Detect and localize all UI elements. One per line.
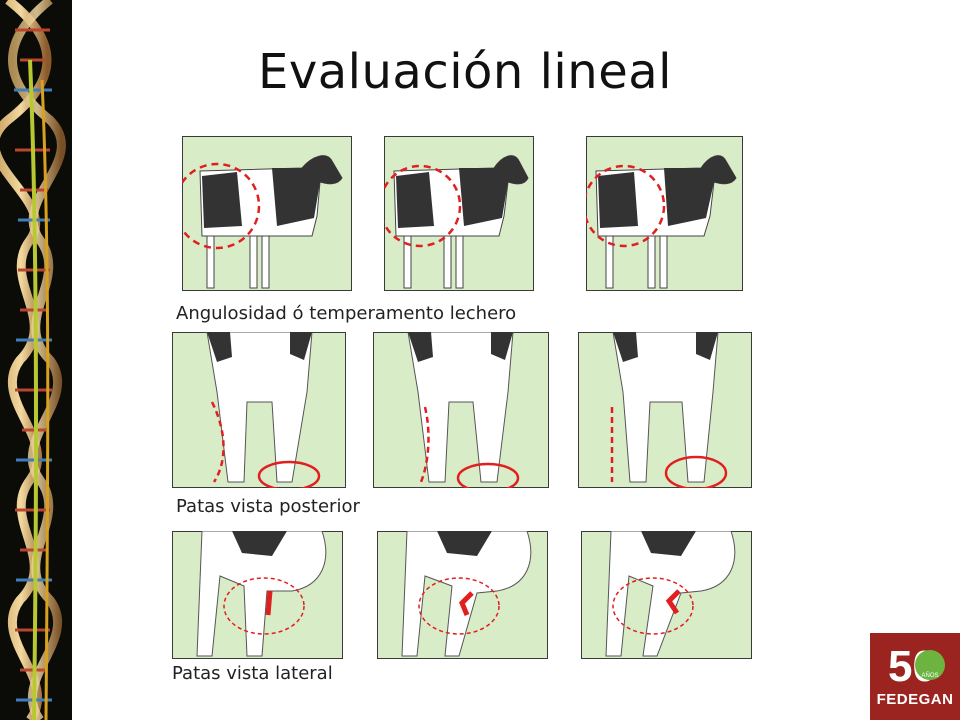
side-legs-image-3 xyxy=(581,531,752,659)
caption-side-legs: Patas vista lateral xyxy=(172,663,333,684)
rear-legs-image-2 xyxy=(373,332,549,488)
angularity-image-3 xyxy=(586,136,743,291)
fedegan-logo: 50 AÑOS FEDEGAN xyxy=(870,633,960,720)
side-legs-image-2 xyxy=(377,531,548,659)
rear-legs-image-3 xyxy=(578,332,752,488)
caption-angularity: Angulosidad ó temperamento lechero xyxy=(176,303,517,324)
fedegan-wordmark: FEDEGAN xyxy=(876,691,954,708)
rear-legs-image-1 xyxy=(172,332,346,488)
fedegan-50-badge-icon: 50 AÑOS xyxy=(888,642,945,691)
slide-title: Evaluación lineal xyxy=(258,44,672,100)
angularity-image-1 xyxy=(182,136,352,291)
angularity-image-2 xyxy=(384,136,534,291)
dna-helix-icon xyxy=(0,0,66,720)
side-legs-image-1 xyxy=(172,531,343,659)
caption-rear-legs: Patas vista posterior xyxy=(176,496,360,517)
badge-sub: AÑOS xyxy=(921,672,938,679)
dna-strip xyxy=(0,0,72,720)
